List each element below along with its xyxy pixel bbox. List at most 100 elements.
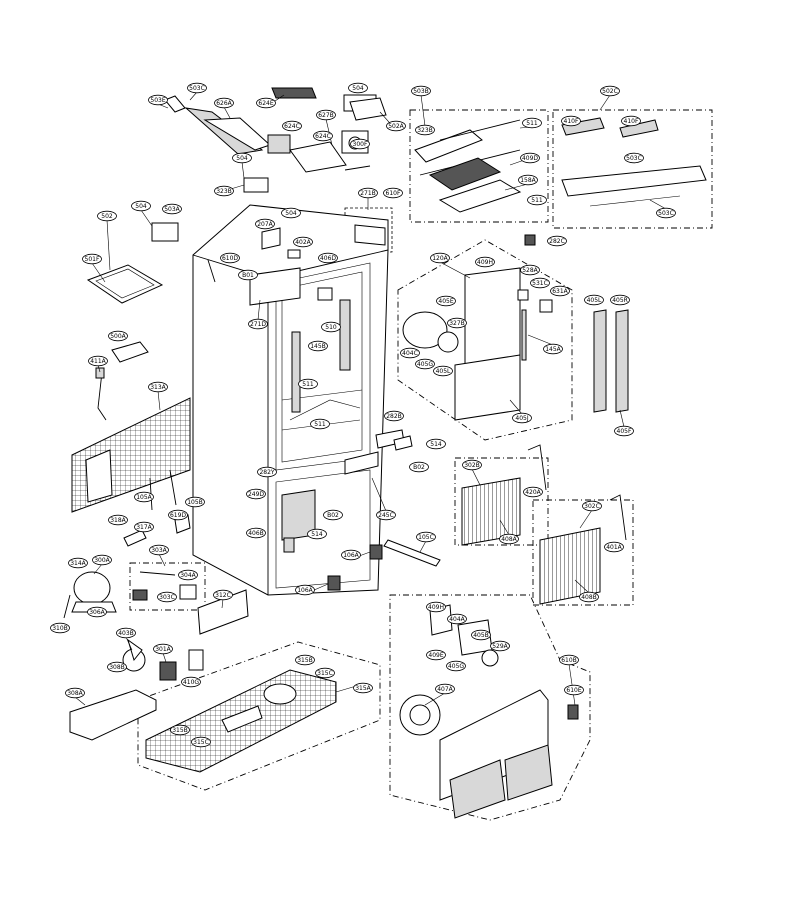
part-label-bubble <box>430 252 450 264</box>
part-label: 323B <box>415 124 435 136</box>
part-label-text: 610E <box>566 687 581 694</box>
part-label: 314A <box>68 557 88 569</box>
part-label-bubble <box>316 109 336 121</box>
part-label-bubble <box>214 97 234 109</box>
part-label-bubble <box>88 355 108 367</box>
part-label-bubble <box>257 466 277 478</box>
part-label: 411A <box>88 355 108 367</box>
part-label: 503A <box>162 203 182 215</box>
part-label: 405R <box>610 294 630 306</box>
part-label-bubble <box>520 264 540 276</box>
part-label-text: 318A <box>110 517 126 524</box>
part-label-text: 323B <box>216 188 232 195</box>
part-label-bubble <box>298 378 318 390</box>
part-label-text: 409H <box>428 604 444 611</box>
part-label-text: 249D <box>248 491 264 498</box>
part-label-bubble <box>255 218 275 230</box>
part-label: 405L <box>584 294 604 306</box>
part-label: 145B <box>308 340 328 352</box>
part-label-text: 504 <box>352 85 364 92</box>
part-label: 300A <box>92 554 112 566</box>
part-label: 619D <box>168 509 188 521</box>
part-label-text: 327B <box>449 320 465 327</box>
part-label-bubble <box>323 509 343 521</box>
part-label-text: 105C <box>418 534 434 541</box>
part-label-text: 105A <box>136 494 152 501</box>
part-label-bubble <box>383 187 403 199</box>
part-label-text: 409D <box>522 155 538 162</box>
part-label-text: B02 <box>327 512 339 519</box>
group-outline-dispenser-cover <box>552 109 713 229</box>
part-label-bubble <box>321 321 341 333</box>
part-label-bubble <box>108 514 128 526</box>
part-label-bubble <box>447 317 467 329</box>
part-label-bubble <box>307 528 327 540</box>
part-label-bubble <box>87 606 107 618</box>
part-label-bubble <box>523 486 543 498</box>
part-label: 318A <box>108 514 128 526</box>
part-label: 407A <box>435 683 455 695</box>
part-label: 404A <box>447 613 467 625</box>
part-label-text: 404A <box>449 616 465 623</box>
part-label: 249D <box>246 488 266 500</box>
part-label-text: 503B <box>413 88 429 95</box>
part-label: 105B <box>185 496 205 508</box>
part-label-bubble <box>656 207 676 219</box>
part-label-bubble <box>426 438 446 450</box>
part-label-bubble <box>246 527 266 539</box>
part-label: 406B <box>246 527 266 539</box>
part-label: 504 <box>131 200 151 212</box>
part-label-text: 514 <box>311 531 323 538</box>
part-label-bubble <box>149 544 169 556</box>
part-label-bubble <box>315 667 335 679</box>
icemaker-group <box>402 234 629 421</box>
part-label: 282Y <box>257 466 277 478</box>
group-outline-icemaker <box>397 239 573 441</box>
part-label-bubble <box>604 541 624 553</box>
part-label-bubble <box>415 124 435 136</box>
part-label: 511 <box>310 418 330 430</box>
part-label-bubble <box>518 174 538 186</box>
part-label-text: 626A <box>216 100 232 107</box>
part-label-bubble <box>308 340 328 352</box>
part-label: 610D <box>220 252 240 264</box>
part-label-text: 405L <box>436 368 451 375</box>
part-label-bubble <box>522 117 542 129</box>
part-label-text: 624E <box>258 100 273 107</box>
part-label-text: 409E <box>428 652 443 659</box>
part-label: 302C <box>582 500 602 512</box>
part-label-text: 501F <box>85 256 100 263</box>
part-label-bubble <box>561 115 581 127</box>
part-label: B02 <box>409 461 429 473</box>
part-label: 624C <box>282 120 302 132</box>
part-label-text: 120A <box>432 255 448 262</box>
part-label-bubble <box>220 252 240 264</box>
part-label: 406D <box>318 252 338 264</box>
part-label: 511 <box>527 194 547 206</box>
part-label-text: 308B <box>109 664 125 671</box>
part-label-text: 303A <box>151 547 167 554</box>
part-label-bubble <box>170 724 190 736</box>
part-label: 500A <box>108 330 128 342</box>
ice-bucket-group <box>414 119 522 213</box>
part-label-bubble <box>600 85 620 97</box>
part-label: 105A <box>134 491 154 503</box>
part-label-text: 504 <box>236 155 248 162</box>
part-label-bubble <box>358 187 378 199</box>
part-label-bubble <box>512 412 532 424</box>
part-label-bubble <box>187 82 207 94</box>
part-label: 610B <box>559 654 579 666</box>
part-label-bubble <box>436 295 456 307</box>
part-label: 626A <box>214 97 234 109</box>
part-label: 145A <box>543 343 563 355</box>
part-label-bubble <box>178 569 198 581</box>
part-label-text: 315A <box>355 685 371 692</box>
part-label-text: 503C <box>658 210 674 217</box>
part-label: 308A <box>65 687 85 699</box>
machine-base <box>145 669 337 773</box>
part-label: 303A <box>149 544 169 556</box>
part-label-bubble <box>162 203 182 215</box>
part-label: 510 <box>321 321 341 333</box>
